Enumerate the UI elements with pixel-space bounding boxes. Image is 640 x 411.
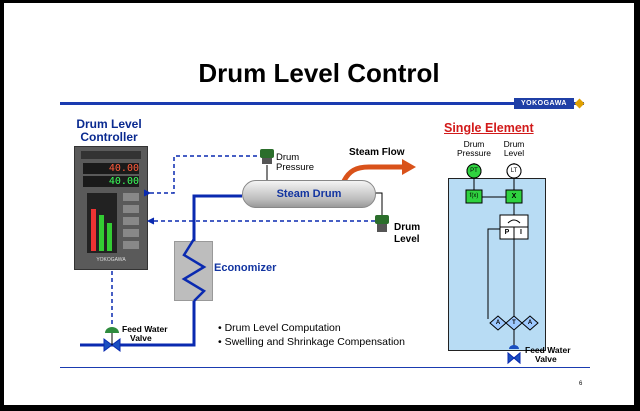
title-rule <box>60 102 584 105</box>
feed-water-line2: Valve <box>130 333 152 343</box>
feed-water-line1: Feed Water <box>122 324 168 334</box>
i-tag: I <box>520 229 522 236</box>
controller-button[interactable] <box>123 217 139 225</box>
drum-pressure-line2: Pressure <box>276 162 315 173</box>
se-level-line2: Level <box>503 148 525 158</box>
t-tag: T <box>512 320 516 326</box>
level-transmitter-icon[interactable] <box>375 215 389 232</box>
controller-bargraph <box>87 193 117 253</box>
yokogawa-logo: YOKOGAWA <box>514 98 574 109</box>
se-feed-water-label: Feed Water Valve <box>525 346 571 364</box>
controller-display-top: 40.00 <box>83 163 139 174</box>
steam-flow-arrow <box>402 159 416 175</box>
controller-header <box>81 151 141 159</box>
page-number: 6 <box>579 381 583 387</box>
lt-tag: LT <box>510 168 518 174</box>
drum-level-label: Drum Level <box>394 222 420 246</box>
bullet-item: • Swelling and Shrinkage Compensation <box>218 336 405 348</box>
level-tap-line <box>374 192 383 219</box>
controller-button[interactable] <box>123 229 139 237</box>
controller-display-bottom: 40.00 <box>83 176 139 187</box>
single-element-diagram <box>465 163 539 365</box>
se-drum-pressure-label: Drum Pressure <box>444 140 504 158</box>
pressure-signal-line <box>149 155 264 194</box>
feedback-line <box>487 228 500 319</box>
bullet-list: • Drum Level Computation • Swelling and … <box>218 321 405 349</box>
slide: Drum Level Control YOKOGAWA Drum Level C… <box>4 3 634 405</box>
drum-level-line1: Drum <box>394 222 421 233</box>
bar-green-2 <box>107 223 112 251</box>
controller-brand: YOKOGAWA <box>96 257 126 263</box>
steam-drum[interactable]: Steam Drum <box>242 180 376 208</box>
x-tag: X <box>511 193 517 200</box>
a-right-diamond <box>521 315 539 331</box>
se-pressure-line2: Pressure <box>456 148 491 158</box>
drum-pressure-line1: Drum <box>276 152 300 163</box>
feed-water-valve-icon[interactable] <box>103 327 121 352</box>
bar-green <box>99 215 104 251</box>
controller-button[interactable] <box>123 193 139 201</box>
a-left-tag: A <box>495 320 501 326</box>
pt-circle <box>466 163 482 179</box>
drum-level-line2: Level <box>394 234 420 245</box>
controller-buttons <box>123 193 139 253</box>
se-feed-water-line2: Valve <box>535 354 557 364</box>
x-rect <box>505 189 523 204</box>
level-signal-arrow <box>146 217 155 225</box>
panel-valve-icon[interactable] <box>507 345 521 365</box>
se-drum-level-label: Drum Level <box>494 140 534 158</box>
pressure-transmitter-icon[interactable] <box>260 149 274 164</box>
pt-tag: PT <box>470 168 478 174</box>
single-element-title: Single Element <box>444 121 534 135</box>
controller-title-line1: Drum Level <box>76 117 142 131</box>
footer-rule <box>60 367 590 368</box>
drum-level-controller[interactable]: 40.00 40.00 YOKOGAWA <box>74 146 148 270</box>
steam-flow-label: Steam Flow <box>349 147 405 158</box>
se-level-line1: Drum <box>503 139 525 149</box>
se-pressure-line1: Drum <box>463 139 485 149</box>
fx-tag: f(x) <box>469 193 479 199</box>
feed-water-valve-label: Feed Water Valve <box>122 325 168 343</box>
controller-button[interactable] <box>123 205 139 213</box>
bar-red <box>91 209 96 251</box>
pi-curve <box>507 219 521 224</box>
controller-title-line2: Controller <box>80 130 138 144</box>
drum-pressure-label: Drum Pressure <box>276 153 314 173</box>
fx-rect <box>465 189 483 204</box>
pressure-signal-arrow <box>143 189 152 197</box>
controller-button[interactable] <box>123 241 139 249</box>
steam-drum-label: Steam Drum <box>276 188 342 200</box>
se-feed-water-line1: Feed Water <box>525 345 571 355</box>
p-tag: P <box>504 229 510 236</box>
controller-title: Drum Level Controller <box>64 118 154 144</box>
bullet-item: • Drum Level Computation <box>218 322 341 334</box>
lt-circle <box>506 163 522 179</box>
steam-outlet-pipe <box>341 164 404 183</box>
slide-title: Drum Level Control <box>198 58 440 88</box>
a-right-tag: A <box>527 320 533 326</box>
economizer-label: Economizer <box>214 262 277 274</box>
